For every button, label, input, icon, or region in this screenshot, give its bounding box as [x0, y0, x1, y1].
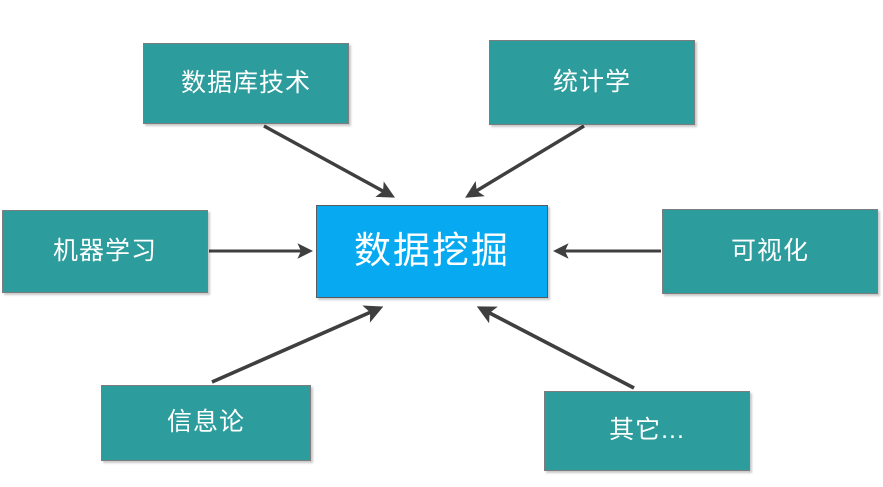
- node-machine-learning[interactable]: 机器学习: [2, 210, 208, 293]
- node-other[interactable]: 其它...: [544, 391, 750, 471]
- arrow-database-tech-to-center: [263, 124, 395, 198]
- node-visualization[interactable]: 可视化: [662, 209, 878, 294]
- node-database-tech-label: 数据库技术: [180, 68, 311, 97]
- node-statistics-label: 统计学: [552, 67, 631, 96]
- node-information-theory-label: 信息论: [166, 408, 245, 437]
- node-database-tech[interactable]: 数据库技术: [143, 43, 349, 124]
- arrow-statistics-to-center: [465, 124, 585, 198]
- node-other-label: 其它...: [609, 416, 685, 445]
- node-data-mining[interactable]: 数据挖掘: [316, 205, 548, 298]
- node-visualization-label: 可视化: [730, 236, 809, 265]
- node-data-mining-label: 数据挖掘: [354, 230, 510, 272]
- node-statistics[interactable]: 统计学: [489, 40, 695, 125]
- node-information-theory[interactable]: 信息论: [101, 385, 311, 461]
- node-machine-learning-label: 机器学习: [52, 236, 157, 265]
- arrow-information-theory-to-center: [211, 305, 384, 384]
- arrow-other-to-center: [476, 306, 635, 390]
